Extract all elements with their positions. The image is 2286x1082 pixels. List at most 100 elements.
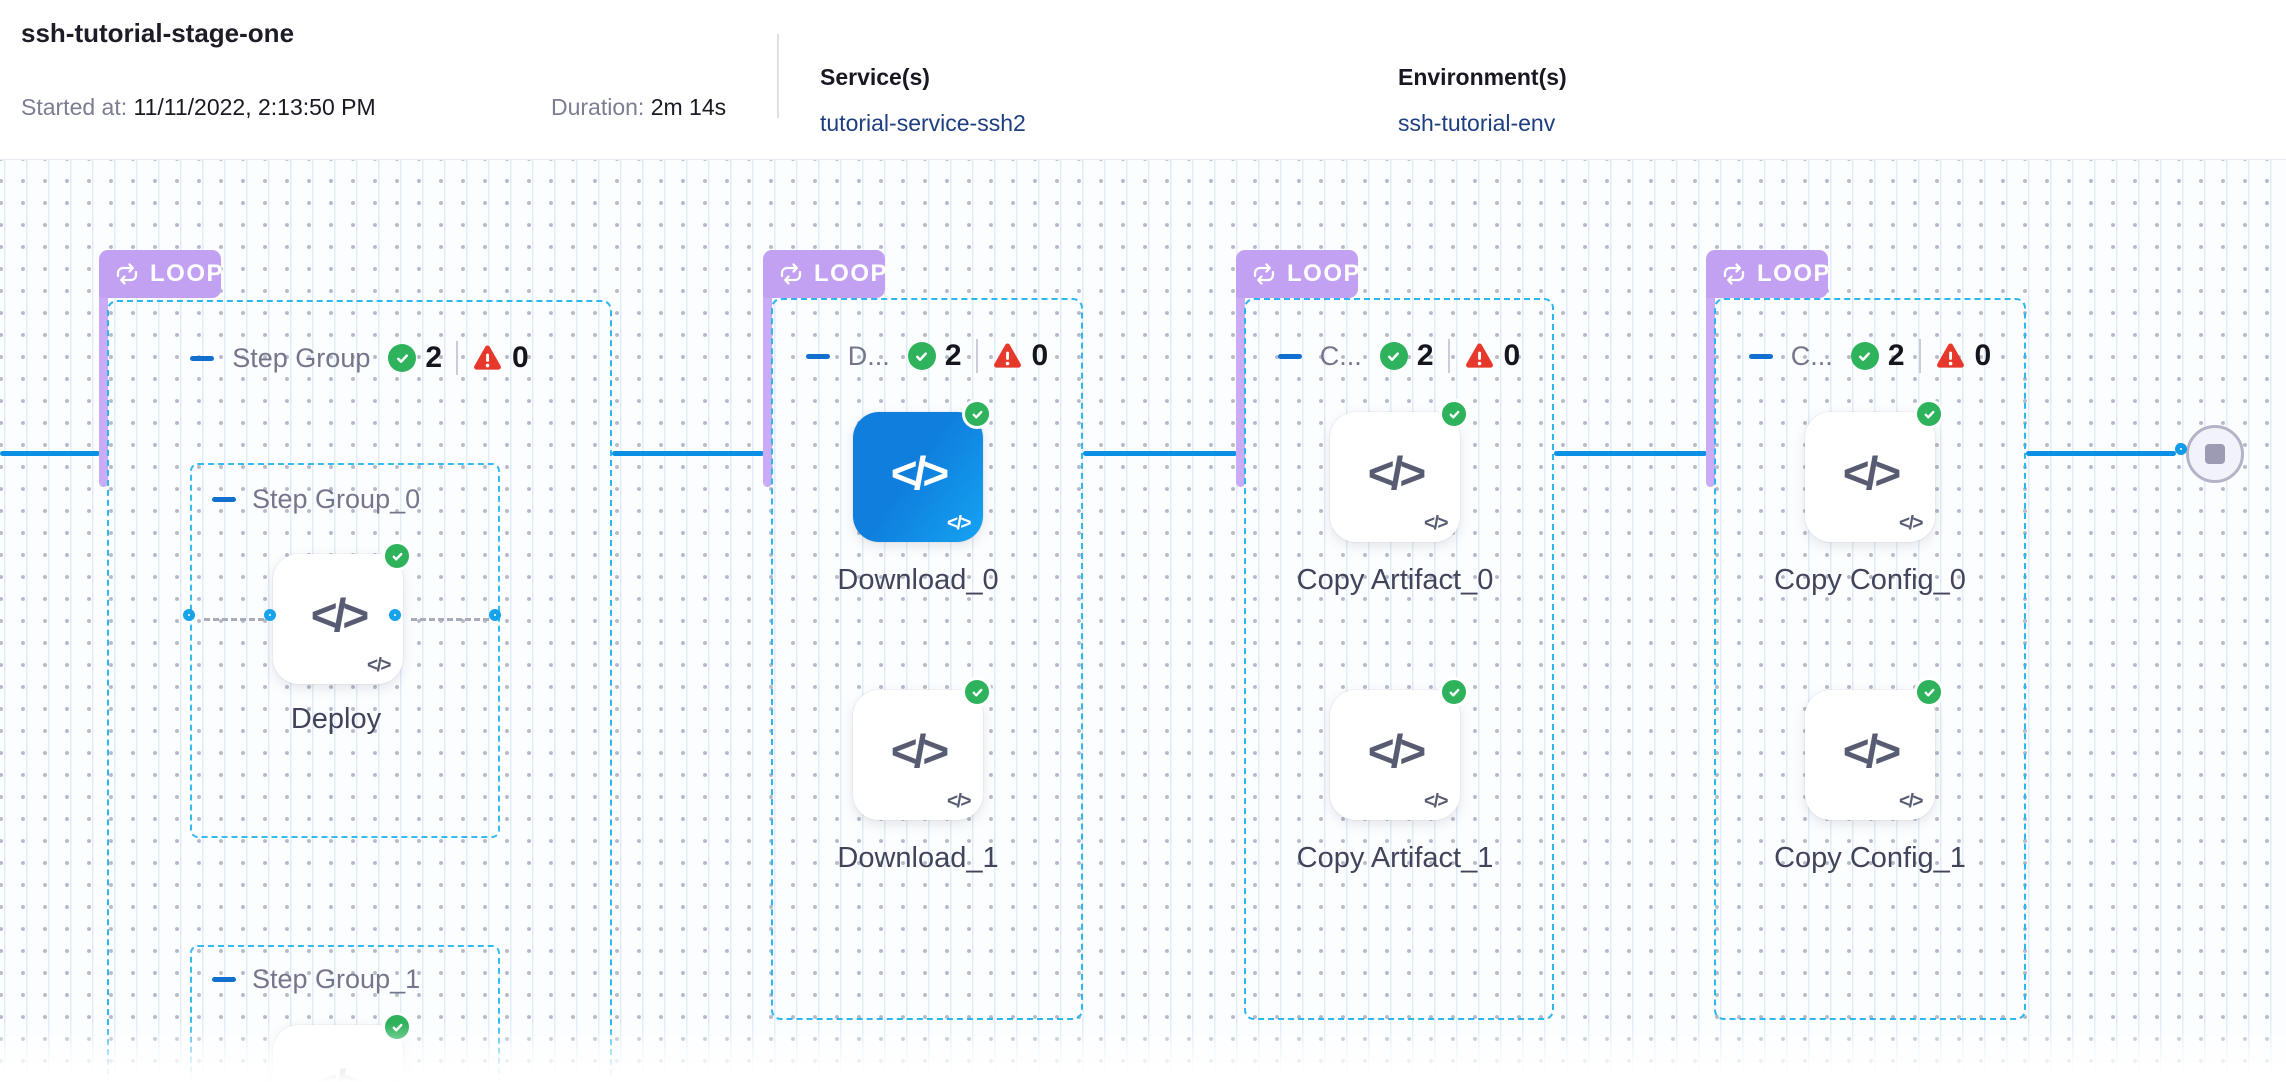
loop-group-box xyxy=(1244,298,1554,1020)
code-icon: </> xyxy=(1842,725,1902,777)
pipeline-connector-line xyxy=(1083,451,1237,456)
step-label: Download_1 xyxy=(837,842,999,874)
step-success-badge xyxy=(1439,399,1469,429)
loop-strip xyxy=(763,296,772,487)
nested-group-label: Step Group_0 xyxy=(252,484,421,514)
end-connector-port[interactable] xyxy=(2175,443,2187,455)
started-at: Started at: 11/11/2022, 2:13:50 PM xyxy=(21,94,376,121)
connector-port[interactable] xyxy=(389,609,401,621)
environment-link[interactable]: ssh-tutorial-env xyxy=(1398,110,1556,136)
success-icon xyxy=(1850,342,1879,370)
loop-icon xyxy=(1250,260,1278,288)
loop-badge-label: LOOP xyxy=(150,260,225,287)
code-icon-small: </> xyxy=(1899,791,1923,812)
loop-badge-label: LOOP xyxy=(814,260,889,287)
step-node-copy-config-0[interactable]: </> </> xyxy=(1805,399,1944,542)
failure-count: 0 xyxy=(512,341,529,374)
started-at-value: 11/11/2022, 2:13:50 PM xyxy=(133,94,376,120)
service-link[interactable]: tutorial-service-ssh2 xyxy=(820,110,1026,136)
status-divider xyxy=(1447,339,1450,373)
step-node-copy-config-1[interactable]: </> </> xyxy=(1805,677,1944,820)
connector-port[interactable] xyxy=(183,609,195,621)
group-status: 2 0 xyxy=(388,341,529,375)
dashed-connector xyxy=(204,618,264,621)
pipeline-connector-line xyxy=(2026,451,2176,456)
step-node-download-1[interactable]: </> </> xyxy=(853,677,992,820)
success-count: 2 xyxy=(944,339,962,372)
collapse-minus-icon[interactable] xyxy=(1748,353,1773,359)
failure-icon xyxy=(1935,342,1966,371)
loop-strip xyxy=(1236,296,1245,487)
status-divider xyxy=(456,341,459,375)
group-label: C... xyxy=(1790,340,1833,371)
code-icon-small: </> xyxy=(1424,513,1448,534)
step-success-badge xyxy=(1914,677,1944,707)
code-icon-small: </> xyxy=(947,791,971,812)
pipeline-canvas[interactable]: LOOP Step Group 2 0 Step Group_0 xyxy=(0,160,2286,1082)
step-node-copy-artifact-0[interactable]: </> </> xyxy=(1330,399,1469,542)
step-node-deploy[interactable]: </> </> xyxy=(273,541,412,684)
header-divider xyxy=(777,34,779,118)
collapse-minus-icon[interactable] xyxy=(212,497,236,502)
code-icon: </> xyxy=(310,589,370,641)
step-success-badge xyxy=(382,1012,412,1042)
group-header: D... 2 0 xyxy=(771,336,1083,376)
collapse-minus-icon[interactable] xyxy=(212,977,236,982)
connector-port[interactable] xyxy=(489,609,501,621)
services-label: Service(s) xyxy=(820,64,930,90)
stage-title: ssh-tutorial-stage-one xyxy=(21,18,295,48)
loop-group-box xyxy=(1714,298,2026,1020)
stop-icon xyxy=(2205,444,2225,464)
collapse-minus-icon[interactable] xyxy=(805,353,830,359)
step-success-badge xyxy=(382,541,412,571)
step-label: Download_0 xyxy=(837,564,999,596)
step-node-partial[interactable]: </> </> xyxy=(273,1012,412,1082)
execution-header: ssh-tutorial-stage-one Started at: 11/11… xyxy=(0,0,2286,160)
failure-count: 0 xyxy=(1031,339,1049,372)
group-status: 2 0 xyxy=(1850,339,1991,373)
connector-port[interactable] xyxy=(264,609,276,621)
collapse-minus-icon[interactable] xyxy=(190,355,215,361)
group-label: C... xyxy=(1319,340,1362,371)
code-icon-small: </> xyxy=(367,655,391,676)
success-icon xyxy=(1379,342,1408,370)
code-icon: </> xyxy=(890,725,950,777)
loop-badge: LOOP xyxy=(763,250,889,298)
started-at-label: Started at: xyxy=(21,94,128,120)
loop-group-box xyxy=(771,298,1083,1020)
success-icon xyxy=(907,342,936,370)
step-success-badge xyxy=(962,399,992,429)
step-node-download-0[interactable]: </> </> xyxy=(853,399,992,542)
loop-badge-label: LOOP xyxy=(1757,260,1832,287)
loop-strip xyxy=(99,296,108,487)
duration-label: Duration: xyxy=(551,94,645,120)
duration: Duration: 2m 14s xyxy=(551,94,726,121)
success-count: 2 xyxy=(1416,339,1434,372)
success-count: 2 xyxy=(425,341,443,374)
loop-group-box xyxy=(107,300,612,1082)
code-icon: </> xyxy=(1367,725,1427,777)
collapse-minus-icon[interactable] xyxy=(1277,353,1302,359)
failure-count: 0 xyxy=(1503,339,1521,372)
stage-end-node[interactable] xyxy=(2186,425,2244,483)
nested-group-header: Step Group_1 xyxy=(212,964,420,995)
dashed-connector xyxy=(411,618,489,621)
code-icon-small: </> xyxy=(1899,513,1923,534)
step-success-badge xyxy=(1914,399,1944,429)
step-label: Copy Artifact_0 xyxy=(1296,564,1494,596)
loop-badge: LOOP xyxy=(1236,250,1362,298)
group-header: C... 2 0 xyxy=(1714,336,2026,376)
failure-icon xyxy=(992,342,1023,371)
duration-value: 2m 14s xyxy=(650,94,727,120)
loop-badge-label: LOOP xyxy=(1287,260,1362,287)
step-node-copy-artifact-1[interactable]: </> </> xyxy=(1330,677,1469,820)
group-status: 2 0 xyxy=(907,339,1049,373)
loop-icon xyxy=(1720,260,1748,288)
status-divider xyxy=(975,339,978,373)
code-icon-small: </> xyxy=(1424,791,1448,812)
step-label: Copy Artifact_1 xyxy=(1296,842,1494,874)
loop-icon xyxy=(113,260,141,288)
failure-icon xyxy=(1464,342,1495,371)
nested-group-header: Step Group_0 xyxy=(212,484,420,515)
